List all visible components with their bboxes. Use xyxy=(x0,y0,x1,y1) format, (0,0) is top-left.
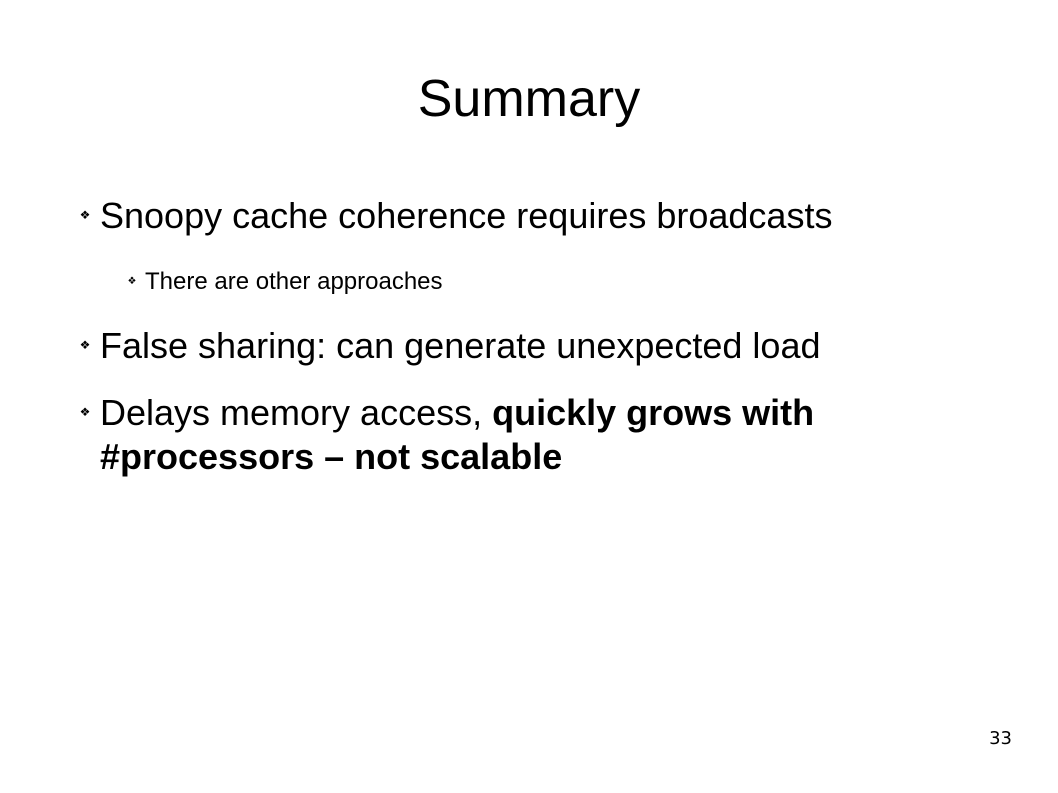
bullet-text-bold: quickly grows with #processors – not sca… xyxy=(100,392,815,477)
diamond-dots-bullet-icon: ❖ xyxy=(127,276,137,287)
diamond-dots-bullet-icon: ❖ xyxy=(79,338,91,352)
bullet-text: Delays memory access, quickly grows with… xyxy=(100,391,1000,479)
bullet-item: ❖ Delays memory access, quickly grows wi… xyxy=(70,391,1000,479)
slide-title: Summary xyxy=(417,70,641,128)
bullet-item: ❖ Snoopy cache coherence requires broadc… xyxy=(70,194,1000,238)
diamond-dots-bullet-icon: ❖ xyxy=(79,405,91,419)
page-number: 33 xyxy=(989,728,1012,749)
sub-bullet-text: There are other approaches xyxy=(145,268,443,295)
sub-bullet-item: ❖ There are other approaches xyxy=(119,266,999,298)
bullet-item: ❖ False sharing: can generate unexpected… xyxy=(70,324,1000,368)
bullet-text: False sharing: can generate unexpected l… xyxy=(100,325,821,366)
bullet-text: Snoopy cache coherence requires broadcas… xyxy=(100,195,833,236)
diamond-dots-bullet-icon: ❖ xyxy=(79,208,91,222)
bullet-text-plain: Delays memory access, xyxy=(100,392,493,433)
